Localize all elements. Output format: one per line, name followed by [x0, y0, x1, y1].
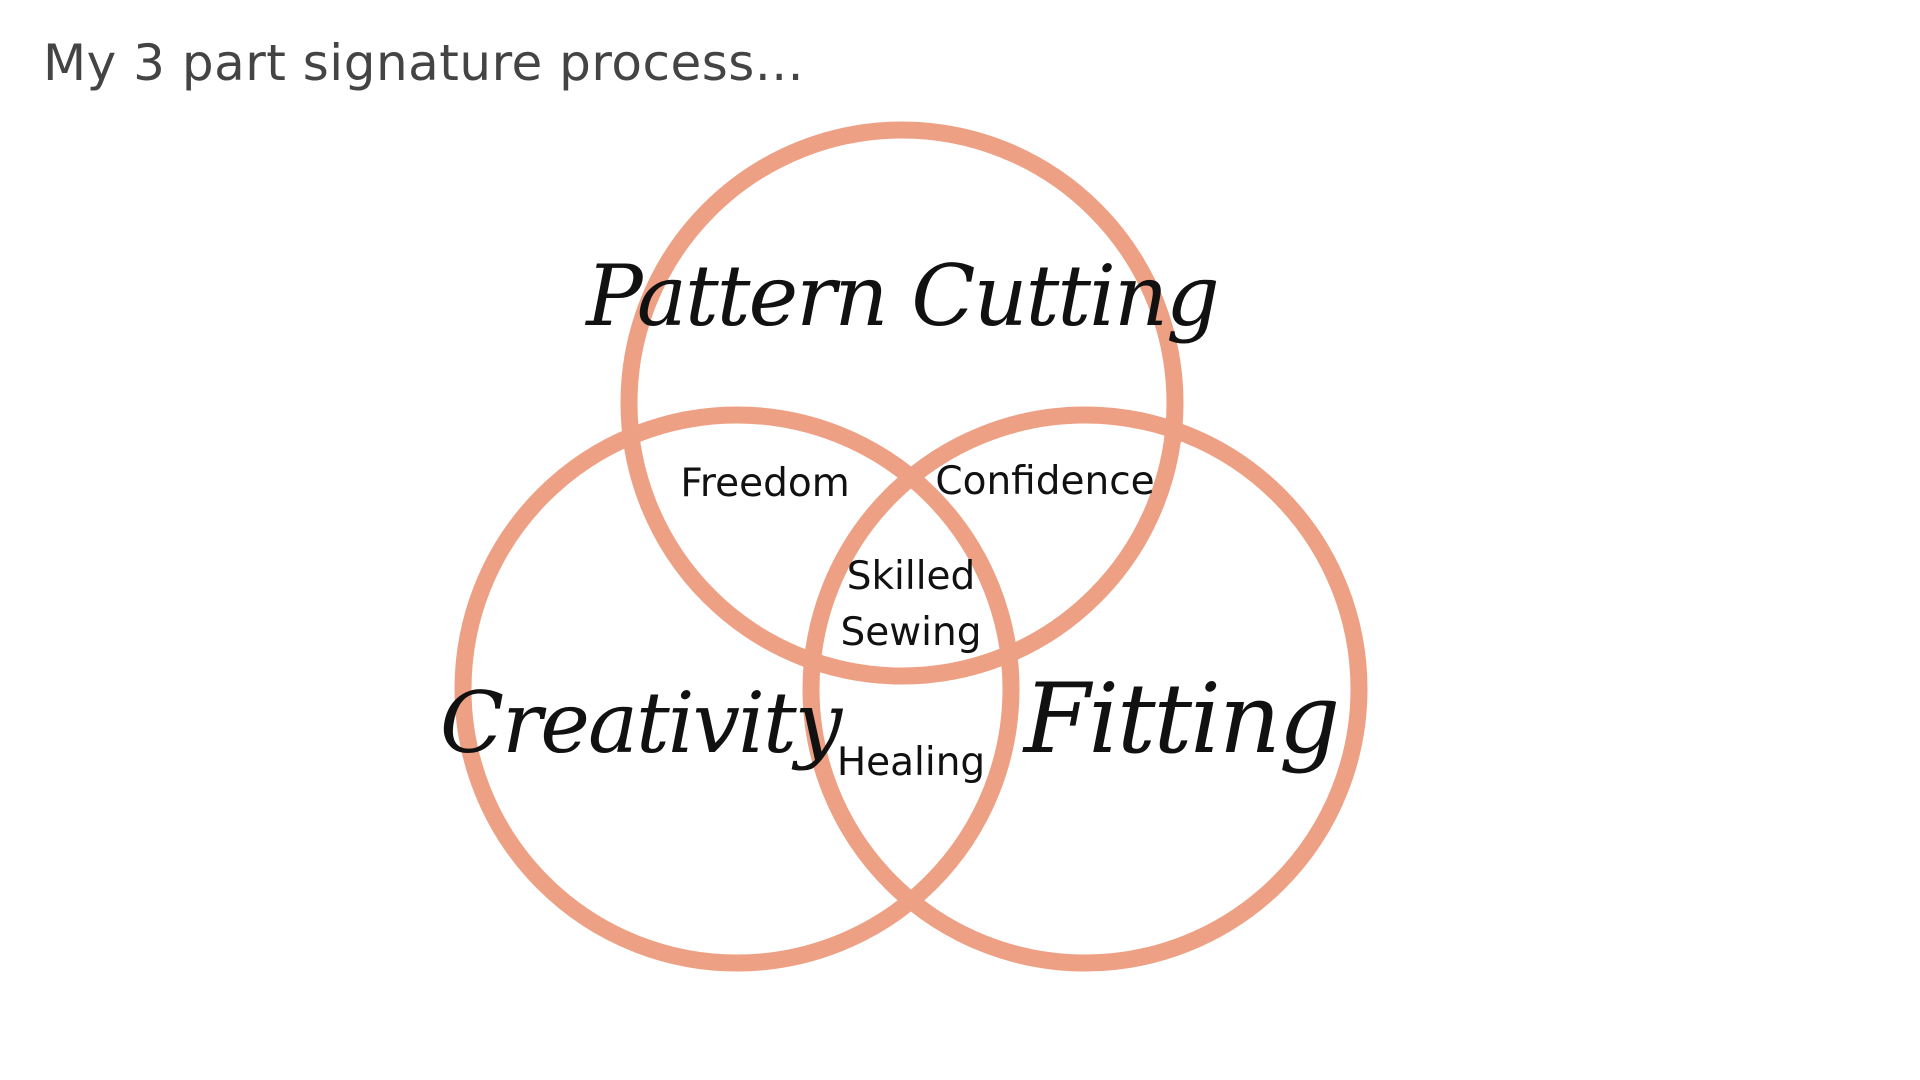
label-sewing: Sewing [841, 610, 982, 655]
label-confidence: Confidence [935, 459, 1154, 504]
label-skilled: Skilled [847, 554, 976, 599]
label-healing: Healing [837, 740, 985, 785]
circle-creativity [454, 406, 1020, 972]
label-pattern-cutting: Pattern Cutting [584, 247, 1218, 345]
page-title: My 3 part signature process... [43, 34, 804, 92]
label-creativity: Creativity [440, 674, 844, 772]
circle-pattern-cutting [620, 121, 1184, 685]
label-fitting: Fitting [1022, 663, 1338, 775]
circle-fitting [802, 406, 1368, 972]
label-freedom: Freedom [680, 461, 849, 506]
